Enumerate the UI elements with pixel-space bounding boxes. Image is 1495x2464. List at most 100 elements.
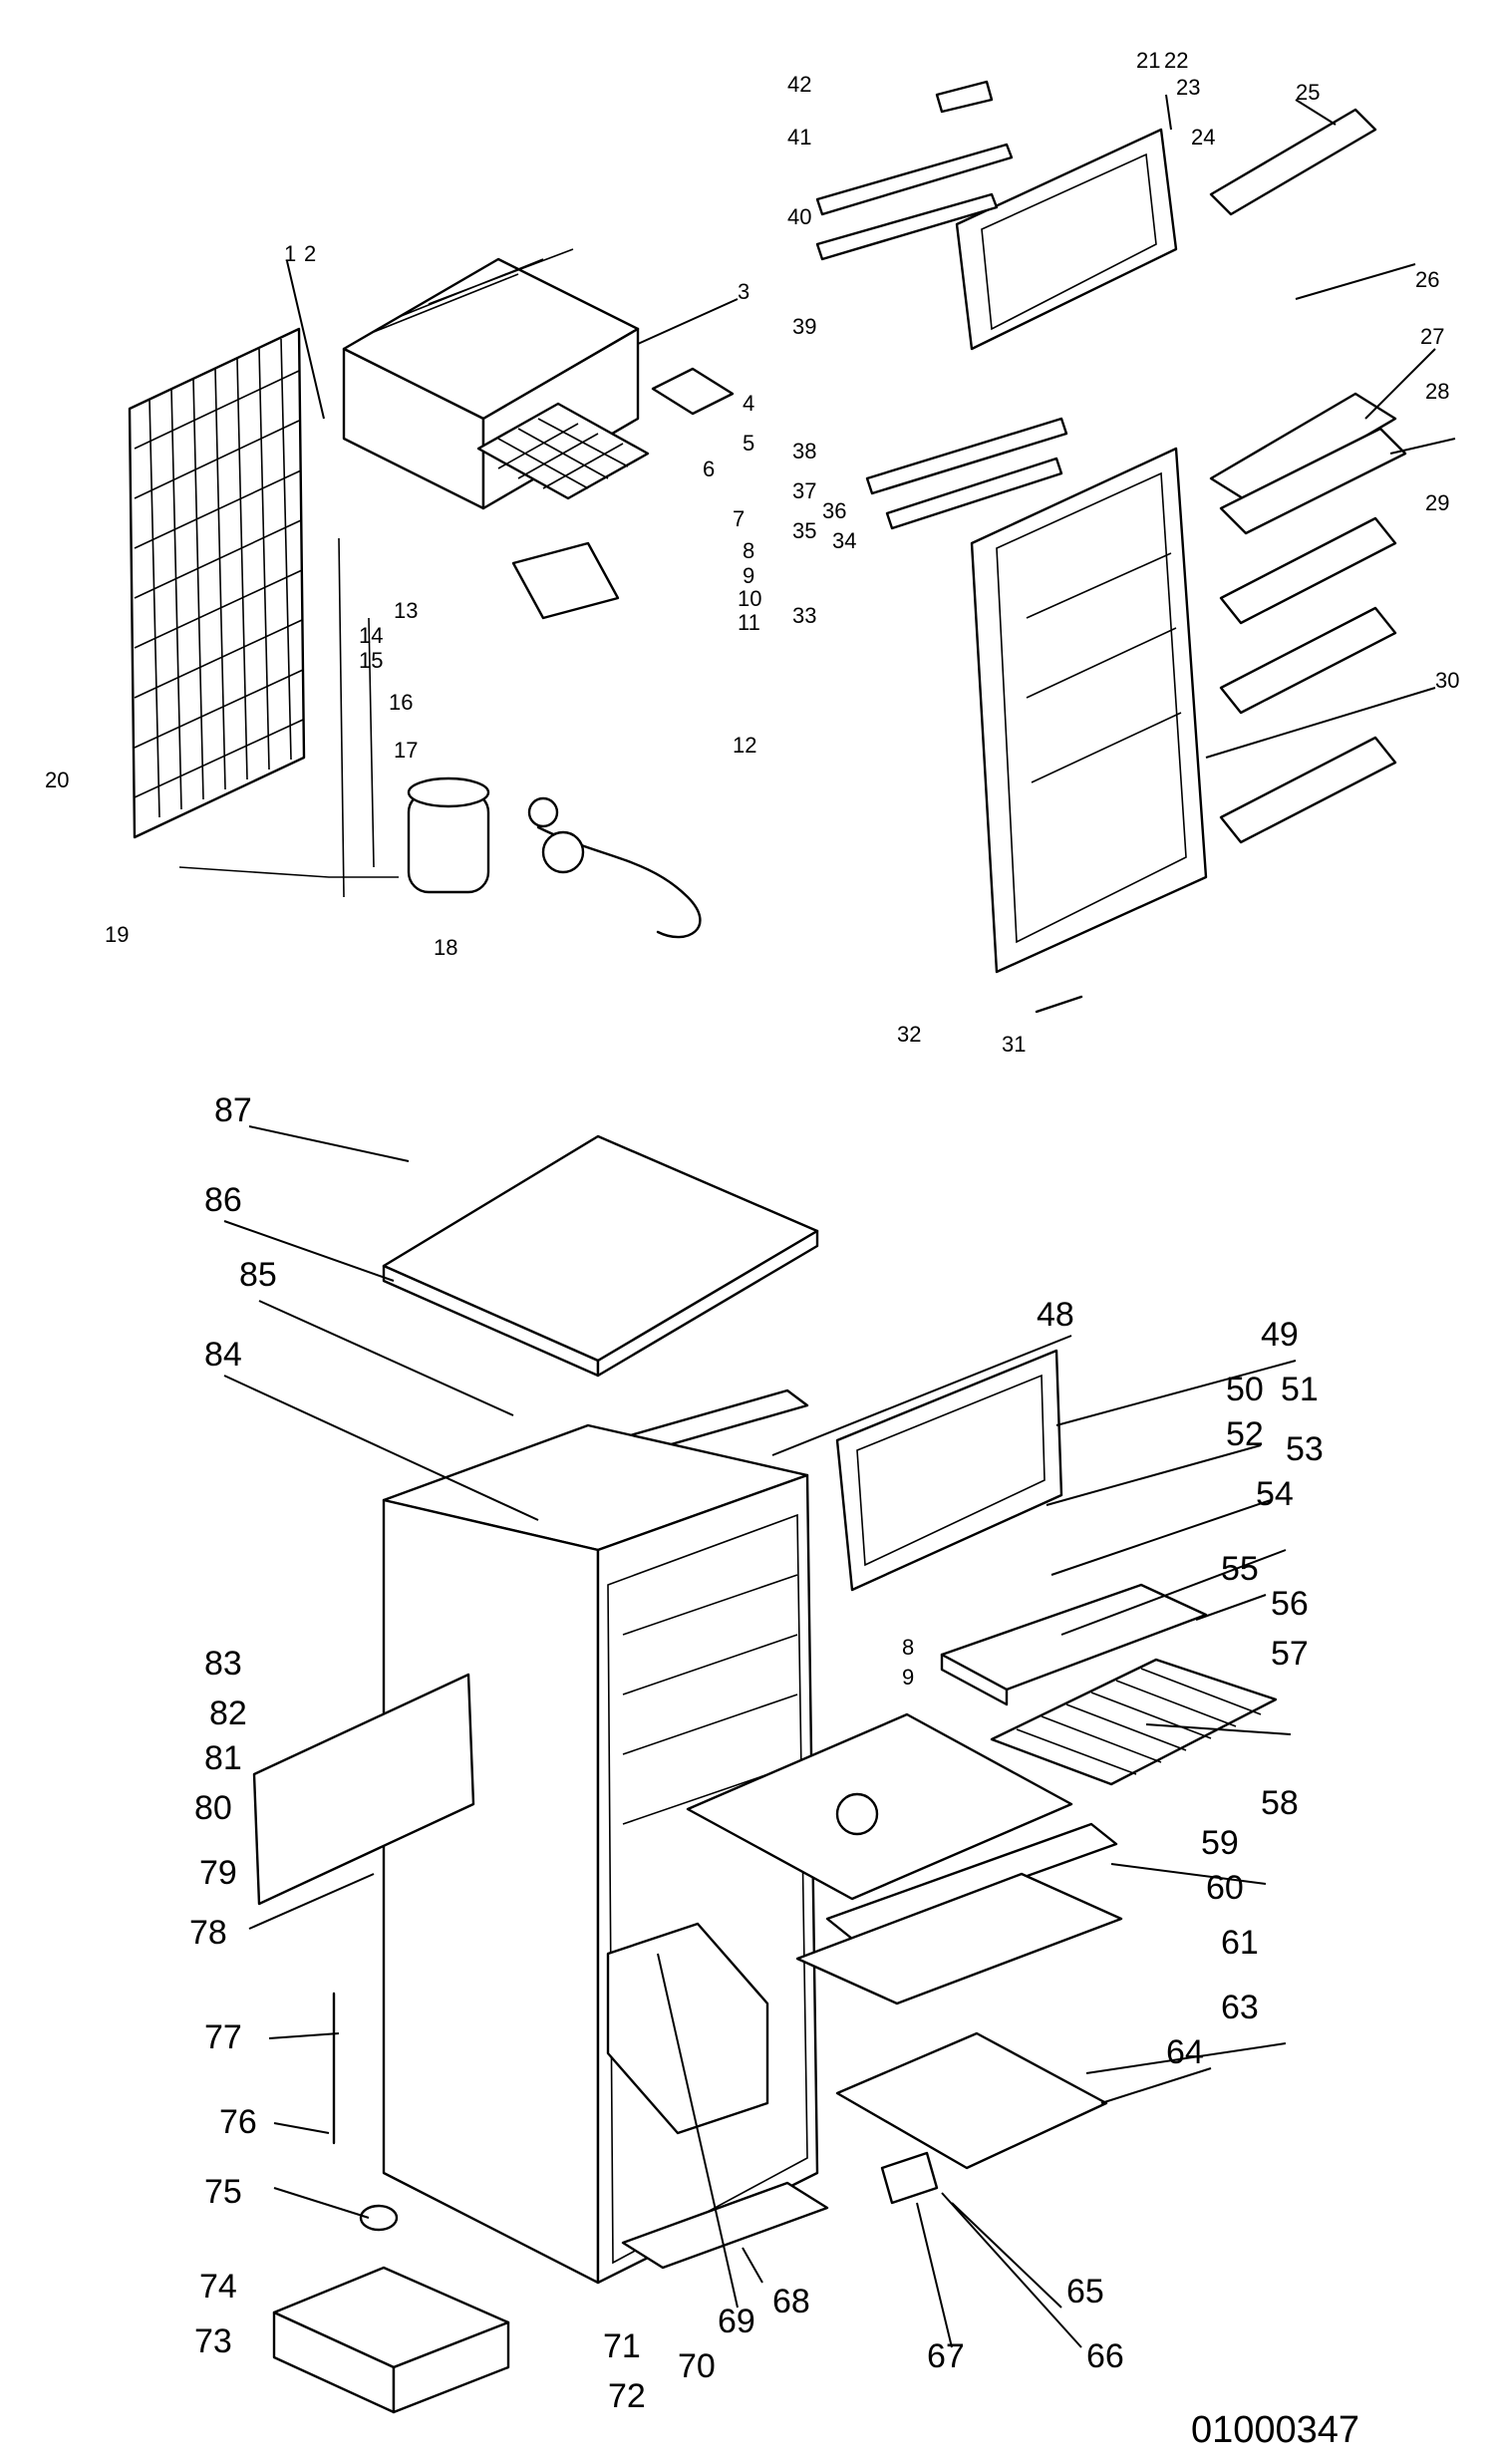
label-54: 54 (1256, 1475, 1294, 1513)
label-71: 71 (603, 2327, 641, 2365)
label-4: 4 (743, 391, 754, 416)
label-7: 7 (733, 506, 745, 531)
condenser-coil (128, 327, 306, 839)
label-67: 67 (927, 2337, 965, 2375)
label-57: 57 (1271, 1635, 1309, 1673)
leader-lines (223, 94, 1456, 2348)
label-9-lower: 9 (902, 1665, 914, 1690)
label-84: 84 (204, 1336, 242, 1374)
label-22: 22 (1164, 48, 1188, 73)
label-29: 29 (1425, 490, 1449, 515)
label-83: 83 (204, 1645, 242, 1683)
freezer-door-shelf (1209, 108, 1377, 216)
label-74: 74 (199, 2268, 237, 2306)
freezer-door-hinge-rail (815, 80, 1014, 261)
wire-shelf (990, 1658, 1278, 1786)
label-31: 31 (1002, 1032, 1026, 1057)
evaporator-side-panel (252, 1673, 475, 1906)
label-26: 26 (1415, 267, 1439, 292)
label-72: 72 (608, 2377, 646, 2415)
capillary-tube (178, 537, 399, 898)
label-61: 61 (1221, 1924, 1259, 1962)
label-3: 3 (738, 279, 749, 304)
drip-tray (825, 1822, 1118, 1941)
label-76: 76 (219, 2103, 257, 2141)
label-8: 8 (743, 538, 754, 563)
label-60: 60 (1206, 1869, 1244, 1907)
label-8-lower: 8 (902, 1635, 914, 1660)
label-70: 70 (678, 2347, 716, 2385)
label-2: 2 (304, 241, 316, 266)
label-40: 40 (787, 204, 811, 229)
label-21: 21 (1136, 48, 1160, 73)
label-13: 13 (394, 598, 418, 623)
label-81: 81 (204, 1739, 242, 1777)
label-68: 68 (772, 2283, 810, 2320)
label-34: 34 (832, 528, 856, 553)
label-23: 23 (1176, 75, 1200, 100)
label-79: 79 (199, 1854, 237, 1892)
thermostat-housing (511, 541, 620, 620)
label-58: 58 (1261, 1784, 1299, 1822)
label-56: 56 (1271, 1585, 1309, 1623)
label-39: 39 (792, 314, 816, 339)
door-shelf-2 (1219, 606, 1397, 715)
label-35: 35 (792, 518, 816, 543)
label-27: 27 (1420, 324, 1444, 349)
door-shelf-1 (1219, 516, 1397, 625)
ice-tray (476, 402, 650, 500)
label-33: 33 (792, 603, 816, 628)
label-20: 20 (45, 768, 69, 792)
bottom-tray (272, 2266, 510, 2414)
label-50: 50 (1226, 1371, 1264, 1408)
fridge-door (970, 447, 1208, 974)
label-28: 28 (1425, 379, 1449, 404)
document-reference: 01000347 (1191, 2409, 1359, 2451)
back-panel-grid (835, 2031, 1108, 2170)
label-55: 55 (1221, 1550, 1259, 1588)
top-cover (382, 1134, 819, 1378)
compressor (407, 776, 490, 894)
door-shelf-3 (1219, 736, 1397, 844)
glass-shelf (940, 1583, 1208, 1706)
label-80: 80 (194, 1789, 232, 1827)
label-53: 53 (1286, 1430, 1324, 1468)
label-5: 5 (743, 431, 754, 456)
label-32: 32 (897, 1022, 921, 1047)
label-18: 18 (434, 935, 457, 960)
crisper-cover (621, 2181, 829, 2270)
label-41: 41 (787, 125, 811, 150)
label-49: 49 (1261, 1316, 1299, 1354)
label-66: 66 (1086, 2337, 1124, 2375)
label-9: 9 (743, 563, 754, 588)
label-77: 77 (204, 2018, 242, 2056)
label-17: 17 (394, 738, 418, 763)
label-51: 51 (1281, 1371, 1319, 1408)
label-1: 1 (284, 241, 296, 266)
crisper-drawer (606, 1922, 769, 2135)
fridge-door-hinge-rail (865, 417, 1068, 530)
label-30: 30 (1435, 668, 1459, 693)
label-78: 78 (189, 1914, 227, 1952)
label-86: 86 (204, 1181, 242, 1219)
label-75: 75 (204, 2173, 242, 2211)
egg-tray (1209, 392, 1407, 535)
grid-shelf-lower (795, 1872, 1123, 2005)
label-11: 11 (738, 610, 760, 635)
label-36: 36 (822, 498, 846, 523)
label-82: 82 (209, 1694, 247, 1732)
label-73: 73 (194, 2322, 232, 2360)
label-63: 63 (1221, 1989, 1259, 2026)
label-87: 87 (214, 1091, 252, 1129)
label-37: 37 (792, 478, 816, 503)
label-24: 24 (1191, 125, 1215, 150)
label-42: 42 (787, 72, 811, 97)
label-69: 69 (718, 2303, 755, 2340)
labels-top: 1 2 3 4 5 6 7 8 9 10 11 12 13 14 15 16 1… (45, 48, 1459, 1057)
label-19: 19 (105, 922, 129, 947)
cabinet (382, 1423, 819, 2285)
label-16: 16 (389, 690, 413, 715)
label-10: 10 (738, 586, 761, 611)
evaporator-plate (686, 1712, 1073, 1901)
door-bottom-pin (1035, 995, 1083, 1014)
